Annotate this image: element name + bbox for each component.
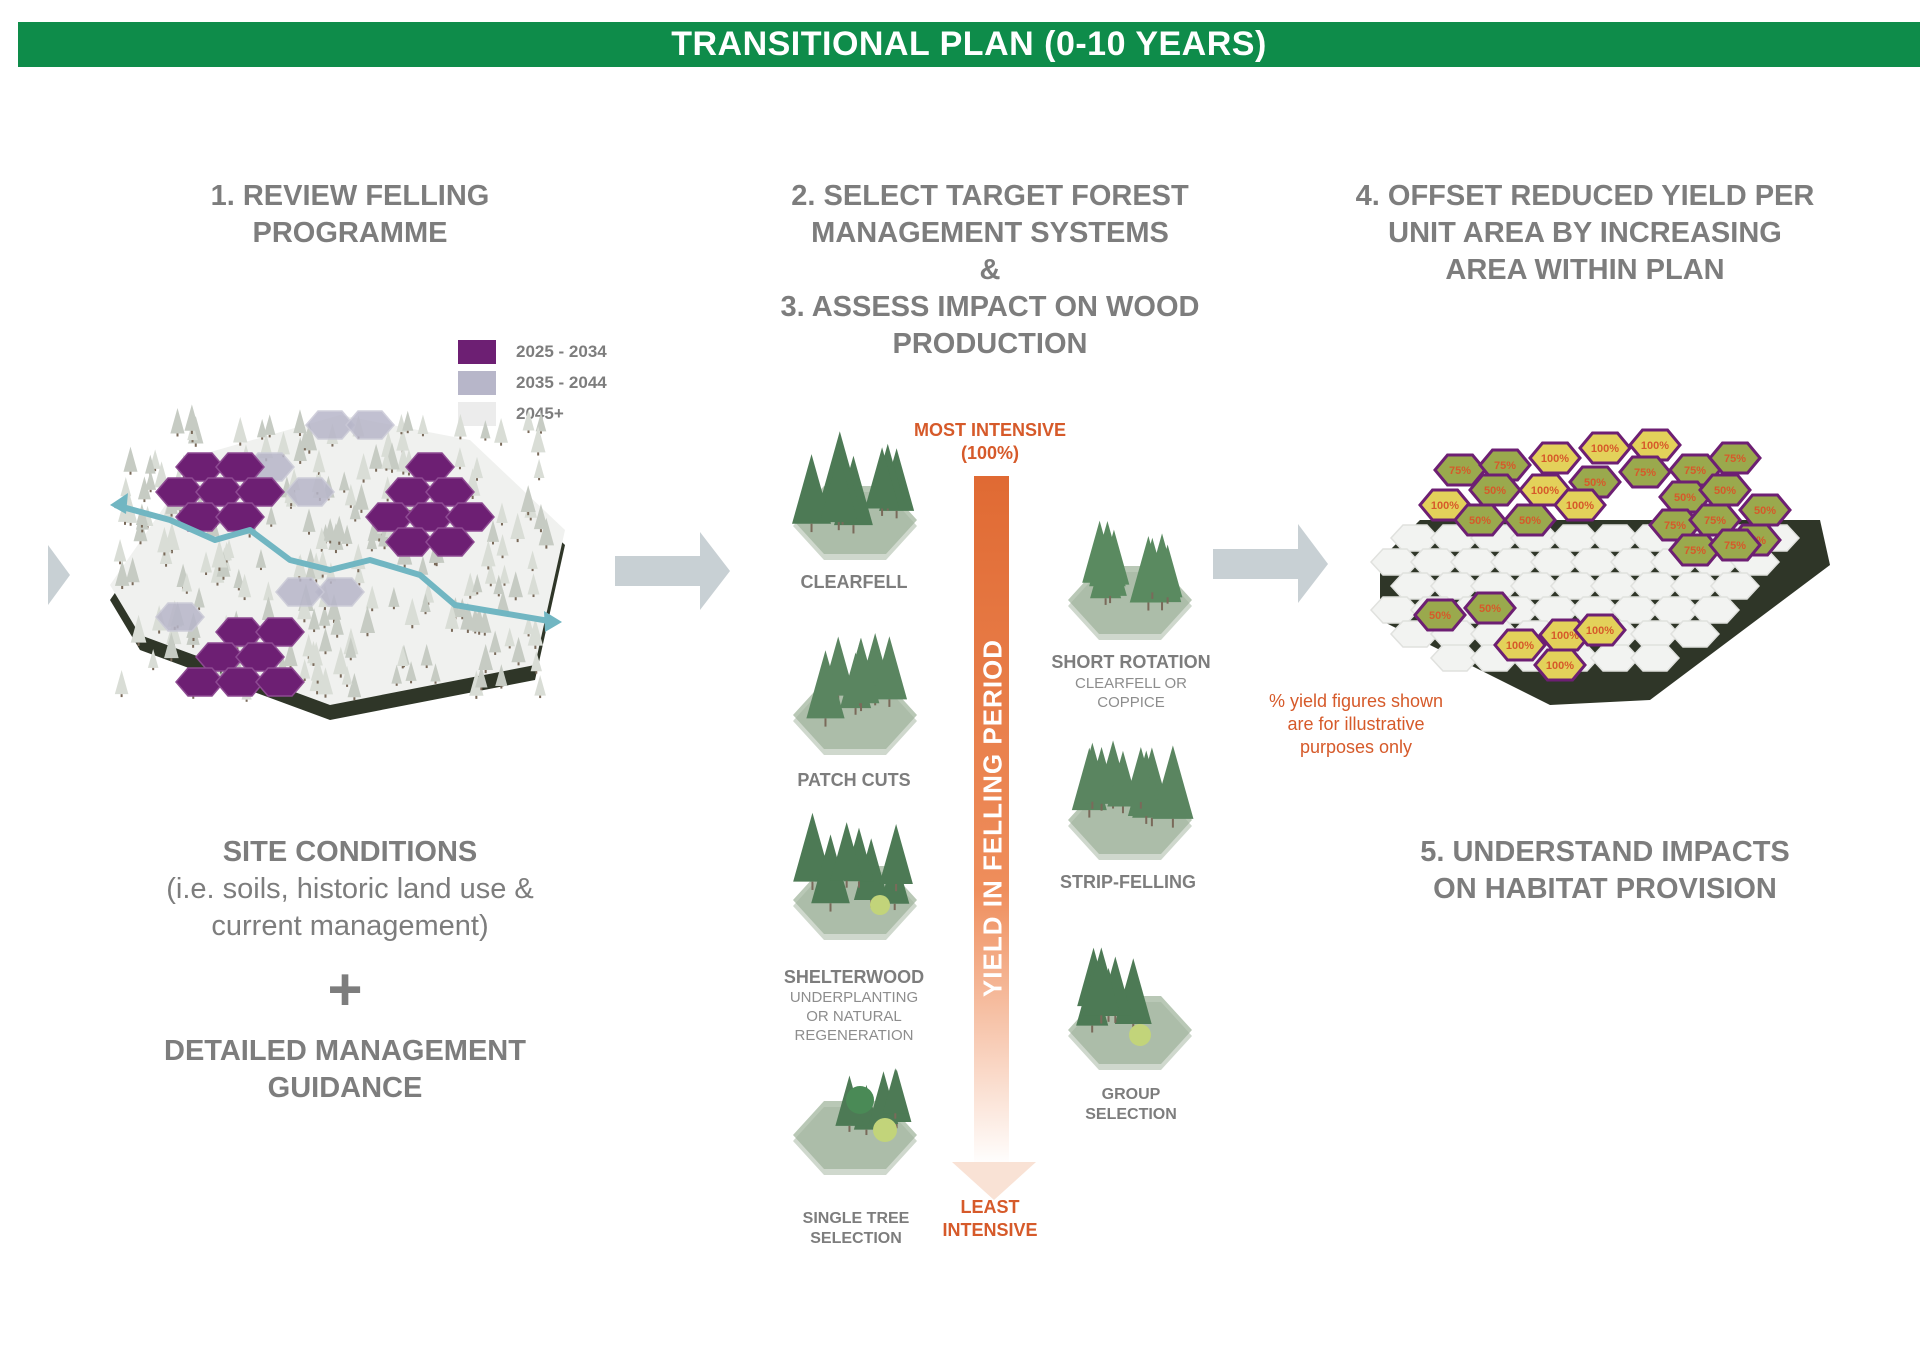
- yield-value-label: 100%: [1506, 640, 1534, 652]
- yield-value-label: 75%: [1684, 545, 1706, 557]
- shelterwood-label: SHELTERWOOD: [783, 967, 925, 987]
- yield-value-label: 75%: [1724, 540, 1746, 552]
- yield-arrow: [952, 476, 1036, 1200]
- yield-value-label: 50%: [1754, 505, 1776, 517]
- yield-value-label: 100%: [1531, 485, 1559, 497]
- yield-value-label: 75%: [1449, 465, 1471, 477]
- step4-heading: 4. OFFSET REDUCED YIELD PER UNIT AREA BY…: [1355, 180, 1815, 286]
- clearfell-label: CLEARFELL: [800, 572, 908, 592]
- plan-title-banner: TRANSITIONAL PLAN (0-10 YEARS): [18, 22, 1920, 67]
- yield-value-label: 50%: [1584, 477, 1606, 489]
- felling-programme-map: [110, 404, 565, 720]
- yield-value-label: 100%: [1591, 443, 1619, 455]
- left-chevron-icon: [48, 545, 70, 605]
- step5-heading: 5. UNDERSTAND IMPACTS ON HABITAT PROVISI…: [1420, 836, 1790, 905]
- strip-felling-label: STRIP-FELLING: [1060, 872, 1196, 892]
- yield-axis-label: YIELD IN FELLING PERIOD: [977, 638, 1008, 998]
- most-intensive-label: MOST INTENSIVE (100%): [913, 420, 1066, 463]
- yield-value-label: 75%: [1494, 460, 1516, 472]
- group-selection-label: GROUP SELECTION: [1085, 1086, 1177, 1123]
- shelterwood-sublabel: UNDERPLANTING OR NATURAL REGENERATION: [789, 989, 919, 1044]
- legend-label: 2025 - 2034: [516, 341, 607, 361]
- single-tree-label: SINGLE TREE SELECTION: [802, 1210, 910, 1247]
- yield-value-label: 100%: [1586, 625, 1614, 637]
- yield-value-label: 75%: [1634, 467, 1656, 479]
- site-conditions-title: SITE CONDITIONS: [222, 836, 478, 868]
- yield-value-label: 50%: [1429, 610, 1451, 622]
- yield-value-label: 75%: [1704, 515, 1726, 527]
- yield-value-label: 50%: [1714, 485, 1736, 497]
- yield-value-label: 100%: [1431, 500, 1459, 512]
- yield-value-label: 100%: [1541, 453, 1569, 465]
- site-conditions-line1: (i.e. soils, historic land use &: [166, 873, 534, 905]
- yield-value-label: 100%: [1546, 660, 1574, 672]
- yield-value-label: 50%: [1674, 492, 1696, 504]
- yield-hex-map: 75% 75% 100% 100% 100% 50% 75% 100% 50% 100% 75% 75…: [1369, 428, 1830, 705]
- arrow-right-icon-2: [1213, 524, 1328, 603]
- yield-value-label: 50%: [1469, 515, 1491, 527]
- yield-value-label: 50%: [1479, 603, 1501, 615]
- yield-value-label: 75%: [1684, 465, 1706, 477]
- legend-label: 2035 - 2044: [516, 372, 607, 392]
- yield-value-label: 50%: [1484, 485, 1506, 497]
- management-system-icons: [792, 431, 1194, 1175]
- yield-value-label: 50%: [1519, 515, 1541, 527]
- short-rotation-sublabel: CLEARFELL OR COPPICE: [1075, 675, 1187, 711]
- yield-value-label: 100%: [1641, 440, 1669, 452]
- yield-value-label: 75%: [1724, 453, 1746, 465]
- illustrative-note: % yield figures shown are for illustrati…: [1268, 691, 1444, 757]
- least-intensive-label: LEAST INTENSIVE: [942, 1197, 1038, 1240]
- legend-swatch: [458, 370, 496, 395]
- site-conditions-line2: current management): [211, 910, 489, 942]
- yield-value-label: 100%: [1551, 630, 1579, 642]
- yield-value-label: 100%: [1566, 500, 1594, 512]
- management-guidance: DETAILED MANAGEMENT GUIDANCE: [164, 1035, 526, 1104]
- legend-swatch: [458, 339, 496, 364]
- plus-icon: +: [327, 956, 363, 1023]
- legend-swatch: [458, 401, 496, 426]
- short-rotation-label: SHORT ROTATION: [1051, 652, 1211, 672]
- arrow-right-icon-1: [615, 532, 730, 610]
- step2-heading: 2. SELECT TARGET FOREST MANAGEMENT SYSTE…: [780, 180, 1200, 360]
- step1-heading: 1. REVIEW FELLING PROGRAMME: [210, 180, 490, 249]
- legend-item-2035: 2035 - 2044: [458, 367, 607, 398]
- yield-value-label: 75%: [1664, 520, 1686, 532]
- legend-item-2025: 2025 - 2034: [458, 336, 607, 367]
- patch-cuts-label: PATCH CUTS: [797, 770, 911, 790]
